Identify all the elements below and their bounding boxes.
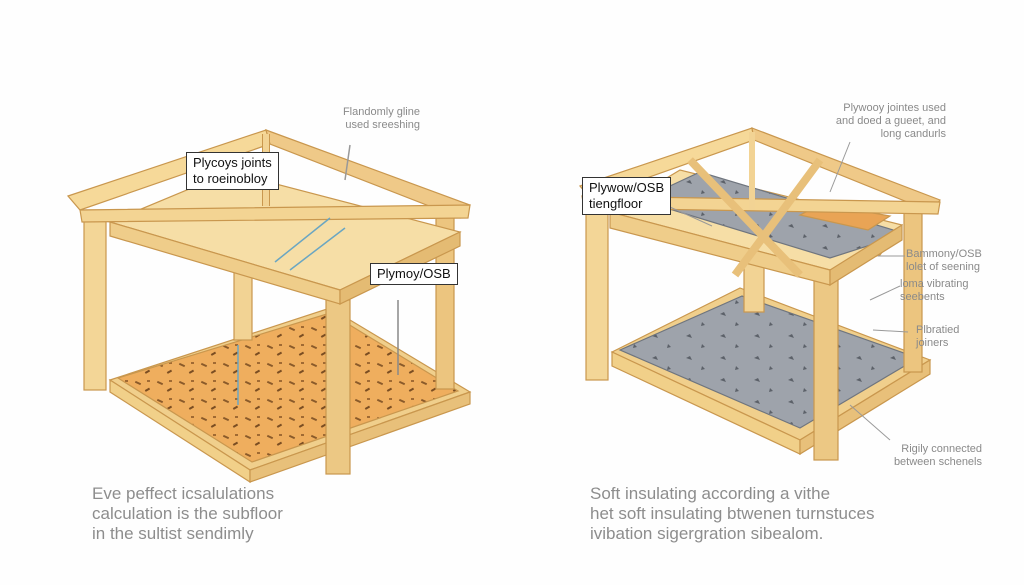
right-note-side-1: Bammony/OSB lolet of seening <box>906 248 982 273</box>
left-rim-right <box>249 391 471 483</box>
right-post-front-l <box>585 199 609 381</box>
left-arrows <box>237 144 399 405</box>
right-note-side-3: Plbratied joiners <box>916 324 960 349</box>
left-osb-floor <box>116 312 460 463</box>
right-tag-subfloor: Plywow/OSB tiengfloor <box>582 177 672 215</box>
left-frame <box>66 129 472 484</box>
right-note-top: Plywooy jointes used and doed a gueet, a… <box>835 102 946 140</box>
left-tag-joints: Plycoys joints to roeinobloy <box>186 152 279 190</box>
right-caption: Soft insulating according a vithe het so… <box>590 484 875 543</box>
left-post-front-r <box>325 299 351 475</box>
right-deck-side <box>829 223 903 287</box>
left-tag-plywood: Plymoy/OSB <box>370 263 458 285</box>
right-frame <box>578 127 941 461</box>
right-note-bottom: Rigily connected between schenels <box>893 443 982 468</box>
left-caption: Eve peffect icsalulations calculation is… <box>92 484 283 543</box>
right-note-side-2: loma vibrating seebents <box>900 278 969 303</box>
left-post-front-l <box>83 209 107 391</box>
right-post-front-r <box>813 249 839 461</box>
left-note-top: Flandomly gline used sreeshing <box>342 106 420 131</box>
left-ridge-beam <box>79 204 471 223</box>
